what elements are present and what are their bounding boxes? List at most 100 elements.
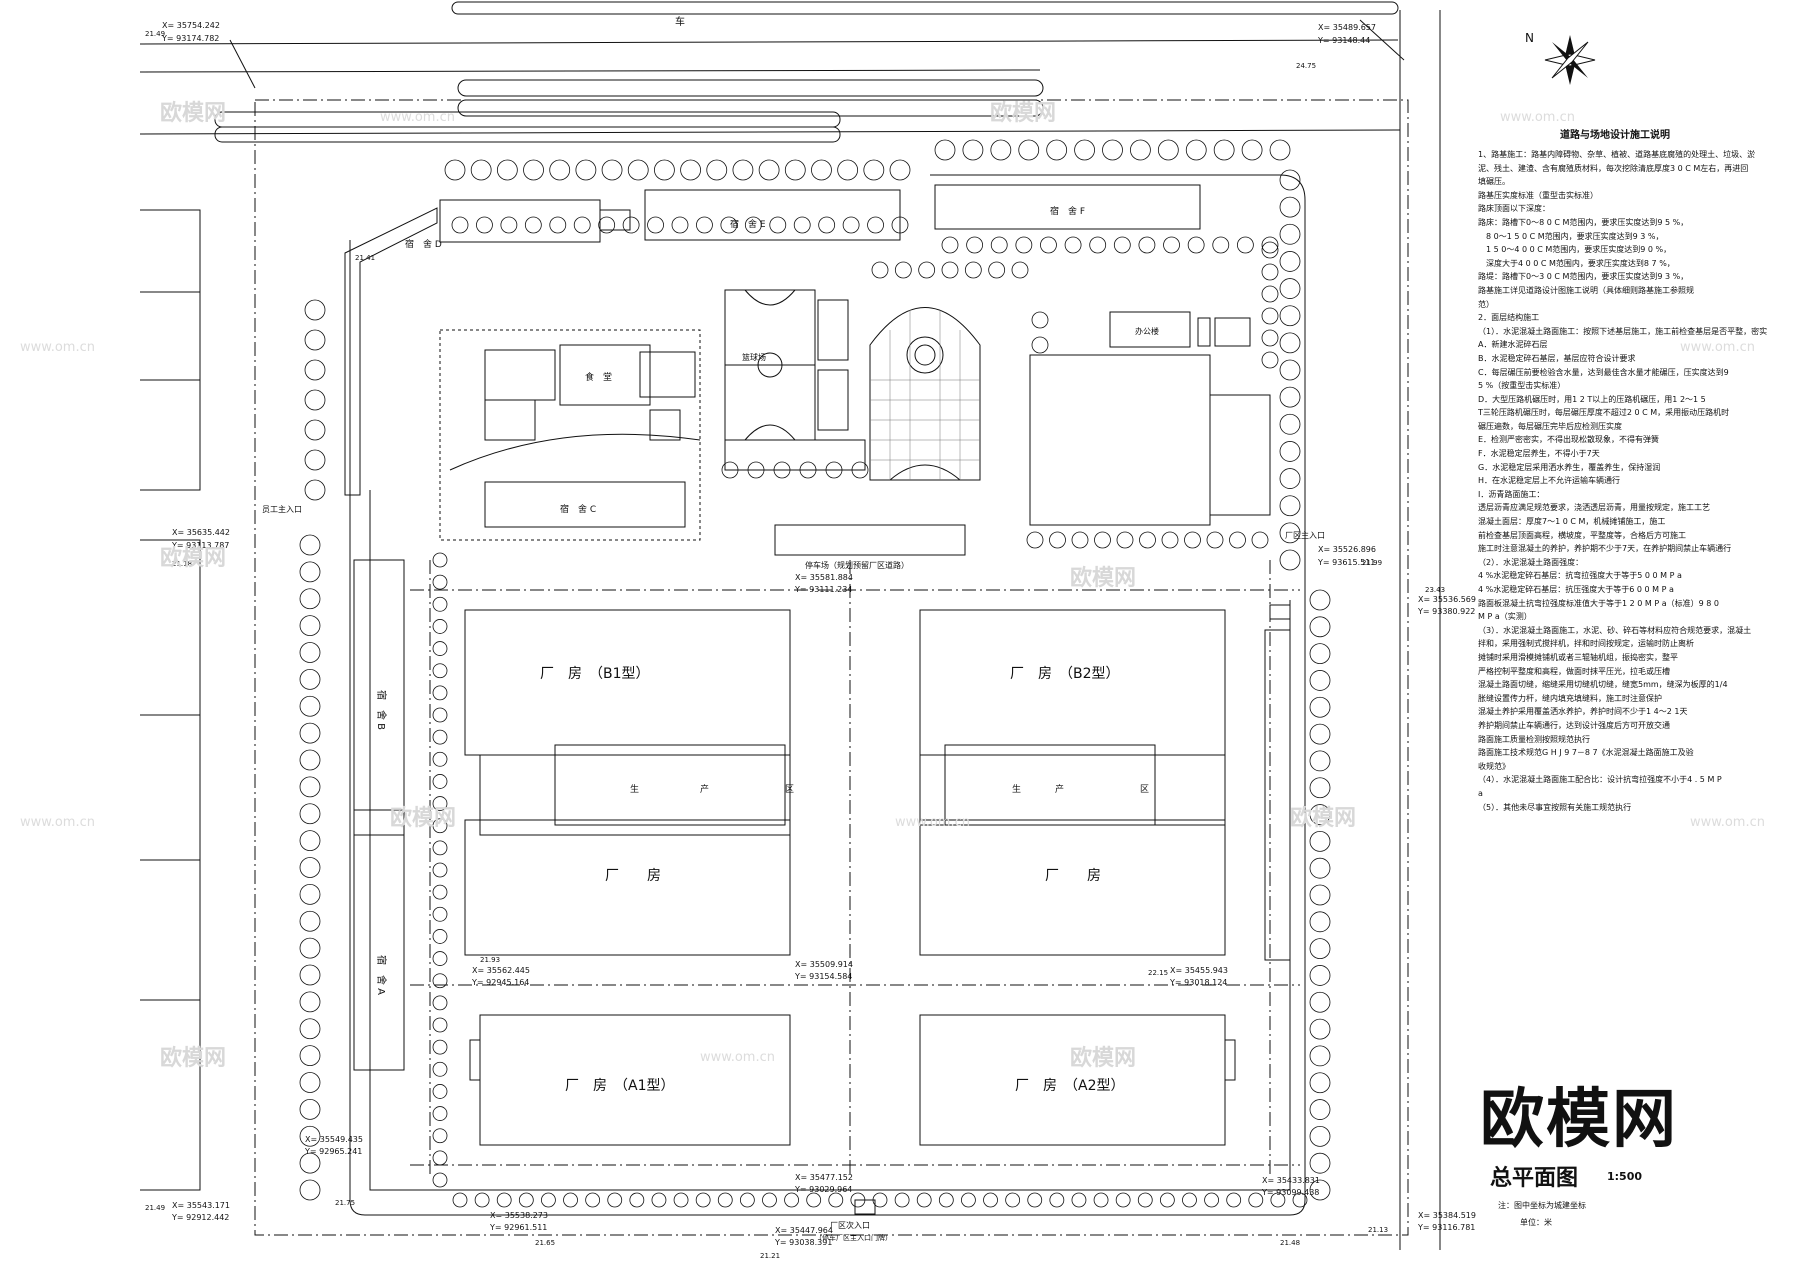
note-line: 胀缝设置传力杆，缝内填充填缝料，施工时注意保护 [1478,693,1662,703]
dorm-e-label: 宿 舍 E [730,218,766,230]
coordinate-label: X= 35447.964 [775,1226,833,1235]
tree-symbol [961,1192,976,1208]
tree-symbol [1139,531,1156,549]
tree-symbol [432,906,448,922]
tree-symbol [941,261,959,279]
adjacent-building [140,209,201,491]
tree-symbol [769,216,787,234]
road-median [214,111,841,128]
tree-symbol [1049,1192,1065,1208]
tree-symbol [938,1192,954,1208]
tree-symbol [1031,336,1049,354]
tree-symbol [941,236,959,254]
tree-symbol [1309,1125,1331,1147]
coordinate-label: X= 35526.896 [1318,545,1376,554]
tree-symbol [432,1061,448,1077]
factory-stair [469,1039,481,1081]
tree-symbol [1269,139,1291,161]
coordinate-label: X= 35635.442 [172,528,230,537]
tree-symbol [1137,1192,1153,1208]
fountain [906,336,944,374]
tree-symbol [1157,139,1179,161]
tree-symbol [1309,991,1331,1013]
tree-symbol [1292,1192,1308,1208]
tree-symbol [1309,1018,1331,1040]
court-arc [744,289,796,306]
tree-symbol [432,951,448,966]
court-arc [744,424,796,441]
tree-symbol [432,1172,448,1188]
tree-symbol [1163,236,1180,254]
dorm-d [344,207,438,496]
tree-symbol [1213,139,1235,161]
tree-symbol [518,1192,534,1208]
tree-symbol [563,1192,578,1208]
coordinate-label: X= 35477.152 [795,1173,853,1182]
coordinate-label: X= 35754.242 [162,21,220,30]
road-edge [139,69,1041,73]
office-building [1029,354,1211,526]
coordinate-label: Y= 93038.391 [774,1238,832,1247]
factory-a2-label: 厂 房 （A2型） [1015,1078,1124,1094]
tree-symbol [575,159,597,181]
adjacent-building [140,539,201,1191]
road-edge [139,39,1399,45]
coordinate-label: Y= 93018.124 [1169,978,1227,987]
tree-symbol [825,461,843,479]
tree-symbol [299,937,321,959]
tennis-court [817,299,849,361]
tree-symbol [1261,307,1279,325]
note-line: 路床：路槽下0～8 0 C M范围内，要求压实度达到9 5 %， [1478,217,1689,227]
tree-symbol [1159,1192,1175,1208]
tree-symbol [444,159,466,181]
tree-symbol [988,261,1006,279]
unit-note: 单位：米 [1520,1218,1552,1227]
office-annex [1209,394,1271,516]
service-building [484,399,536,441]
note-line: I．沥青路面施工： [1478,489,1545,499]
dorm-a [353,834,405,1071]
tree-symbol [918,261,936,279]
dorm-b [353,559,405,811]
tree-symbol [432,884,448,900]
canteen-wing [484,349,556,401]
stair-core [599,209,631,231]
coordinate-label: Y= 93029.964 [794,1185,852,1194]
note-line: T三轮压路机碾压时，每层碾压厚度不超过2 0 C M，采用振动压路机时 [1478,408,1730,418]
tree-symbol [1248,1192,1264,1208]
inner-road-loop [349,174,1306,1216]
tree-symbol [299,964,321,986]
tree-symbol [1279,386,1301,408]
tree-symbol [1094,531,1111,549]
tree-symbol [601,159,623,181]
coordinate-label: Y= 92945.164 [471,978,529,987]
coordinate-label: Y= 93148.44 [1317,36,1370,45]
tree-symbol [432,862,448,878]
tree-symbol [1279,495,1301,517]
watermark: 欧模网 [390,806,457,831]
production-char: 区 [1140,784,1149,795]
note-line: 泥、残土、建渣、含有腐殖质材料，每次挖除清底厚度3 0 C M左右，再进回 [1478,163,1749,173]
coordinate-note: 注：图中坐标为城建坐标 [1498,1201,1586,1210]
note-line: 前检查基层顶面高程，横坡度，平整度等，合格后方可施工 [1478,530,1686,540]
elevation-label: 23.43 [1425,586,1445,594]
tree-symbol [1064,236,1082,254]
factory-b2-label: 厂 房 （B2型） [1010,666,1120,682]
tree-symbol [1279,196,1301,218]
tree-symbol [1071,1192,1087,1208]
tree-symbol [452,1192,468,1208]
tree-symbol [1184,531,1201,549]
tree-symbol [1046,139,1068,161]
tree-symbol [1279,413,1301,435]
tree-symbol [432,729,448,745]
tree-symbol [432,929,448,944]
tree-symbol [299,642,321,663]
road-median [457,79,1044,97]
tree-symbol [680,159,701,181]
tree-symbol [304,479,326,501]
tree-symbol [806,1192,822,1208]
tree-symbol [432,1017,448,1033]
tree-symbol [299,991,321,1013]
production-char: 产 [700,783,709,795]
